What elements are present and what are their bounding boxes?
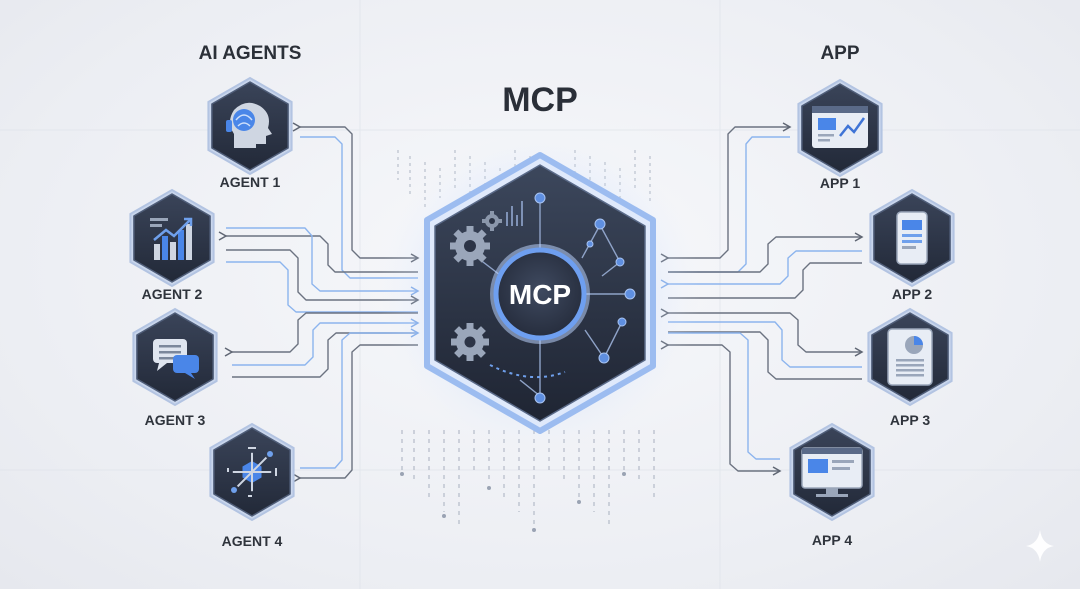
connector-line	[668, 332, 862, 379]
gear-lower-icon	[451, 323, 489, 361]
agent-node-2: AGENT 2	[130, 190, 213, 302]
node-label: AGENT 3	[145, 412, 206, 428]
stream-dot	[400, 472, 404, 476]
app-node-2: APP 2	[870, 190, 953, 302]
node-label: APP 4	[812, 532, 852, 548]
app-nodes: APP 1 APP 2 APP 3 APP 4	[790, 80, 953, 548]
node-label: APP 1	[820, 175, 860, 191]
tablet-document-icon	[888, 329, 932, 385]
node-label: AGENT 4	[222, 533, 283, 549]
left-section-title: AI AGENTS	[199, 43, 302, 64]
gear-icon	[450, 226, 490, 266]
stream-dot	[577, 500, 581, 504]
browser-window-icon	[812, 106, 868, 148]
connector-line	[668, 345, 780, 471]
hub-label: MCP	[509, 279, 571, 310]
stream-dot	[622, 472, 626, 476]
agent-node-4: AGENT 4	[210, 424, 293, 549]
node-label: AGENT 1	[220, 174, 281, 190]
stream-dot	[487, 486, 491, 490]
node-label: APP 2	[892, 286, 932, 302]
mcp-hub: MCP	[380, 132, 700, 452]
stream-dot	[442, 514, 446, 518]
agent-node-3: AGENT 3	[133, 309, 216, 428]
node-label: APP 3	[890, 412, 930, 428]
main-title: MCP	[502, 81, 578, 119]
app-node-1: APP 1	[798, 80, 881, 191]
agent-node-1: AGENT 1	[208, 78, 291, 190]
app-node-3: APP 3	[868, 309, 951, 428]
node-label: AGENT 2	[142, 286, 203, 302]
sparkle-icon	[1026, 530, 1054, 562]
mobile-phone-icon	[897, 212, 927, 264]
agent-nodes: AGENT 1 AGENT 2 AGENT 3 AGENT 4	[130, 78, 293, 549]
right-section-title: APP	[820, 43, 859, 64]
app-node-4: APP 4	[790, 424, 873, 548]
stream-dot	[532, 528, 536, 532]
